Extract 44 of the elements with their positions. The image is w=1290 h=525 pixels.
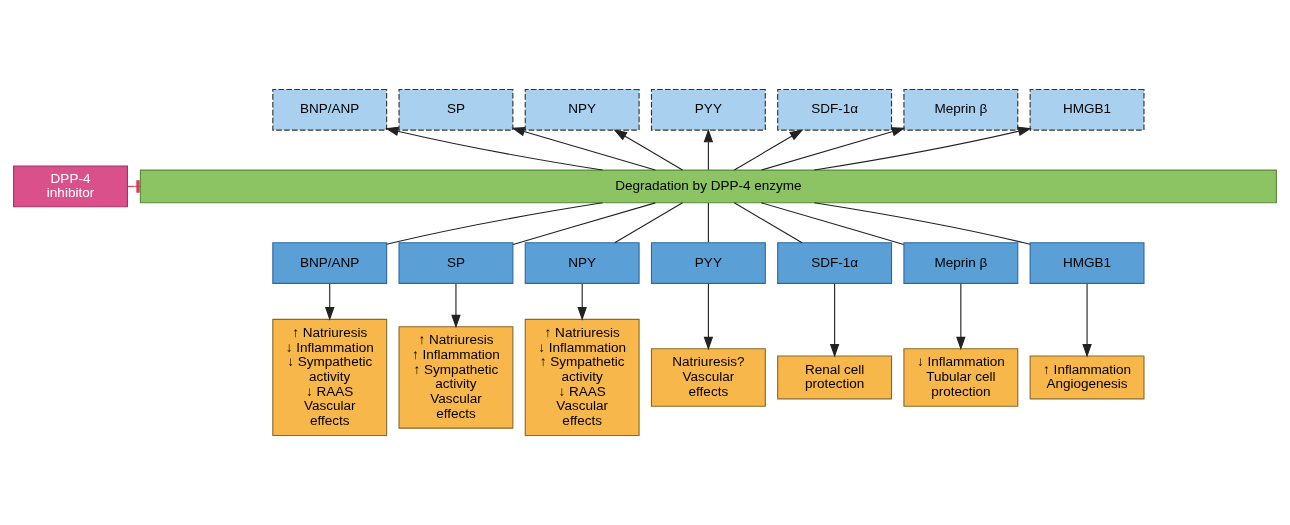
arrow (577, 283, 587, 321)
connector (707, 202, 709, 243)
node-box: HMGB1 (1029, 242, 1145, 284)
arrow (703, 128, 714, 171)
node-box: BNP/ANP (272, 242, 388, 284)
node-box: PYY (650, 242, 766, 284)
node-box: NPY (524, 88, 640, 131)
arrow (1082, 283, 1092, 358)
arrow (760, 127, 906, 171)
connector (733, 202, 803, 244)
node-box: Meprin β (903, 242, 1019, 284)
node-box: Meprin β (903, 88, 1019, 131)
arrow (733, 129, 804, 171)
arrow (385, 126, 604, 171)
node-box: ↓ Inflammation Tubular cell protection (903, 348, 1019, 407)
node-box: SP (398, 242, 514, 284)
node-box: NPY (524, 242, 640, 284)
connector (386, 202, 604, 245)
node-box: Degradation by DPP-4 enzyme (139, 169, 1277, 204)
node-box: ↑ Natriuresis ↑ Inflammation ↑ Sympathetic activity Vascular effects (398, 326, 514, 429)
arrow (956, 283, 966, 351)
node-box: HMGB1 (1029, 88, 1145, 131)
arrow (829, 283, 840, 358)
connector (512, 202, 656, 246)
arrow (325, 283, 335, 321)
arrow (613, 129, 684, 171)
connector (614, 202, 684, 244)
arrow (511, 127, 656, 171)
node-box: Natriuresis? Vascular effects (650, 348, 766, 407)
node-box: ↑ Natriuresis ↓ Inflammation ↑ Sympathetic activity ↓ RAAS Vascular effects (524, 318, 640, 437)
node-box: Renal cell protection (777, 355, 893, 400)
connector (760, 202, 905, 246)
node-box: ↑ Natriuresis ↓ Inflammation ↓ Sympathetic activity ↓ RAAS Vascular effects (272, 318, 388, 437)
node-box: SP (398, 88, 514, 131)
node-box: PYY (650, 88, 766, 131)
arrow (703, 283, 714, 351)
node-box: DPP-4 inhibitor (13, 165, 128, 208)
connector (813, 202, 1031, 245)
node-box: SDF-1α (777, 88, 893, 131)
arrow (451, 283, 461, 329)
node-box: BNP/ANP (272, 88, 388, 131)
node-box: SDF-1α (777, 242, 893, 284)
arrow (813, 126, 1032, 171)
node-box: ↑ Inflammation Angiogenesis (1029, 355, 1145, 400)
